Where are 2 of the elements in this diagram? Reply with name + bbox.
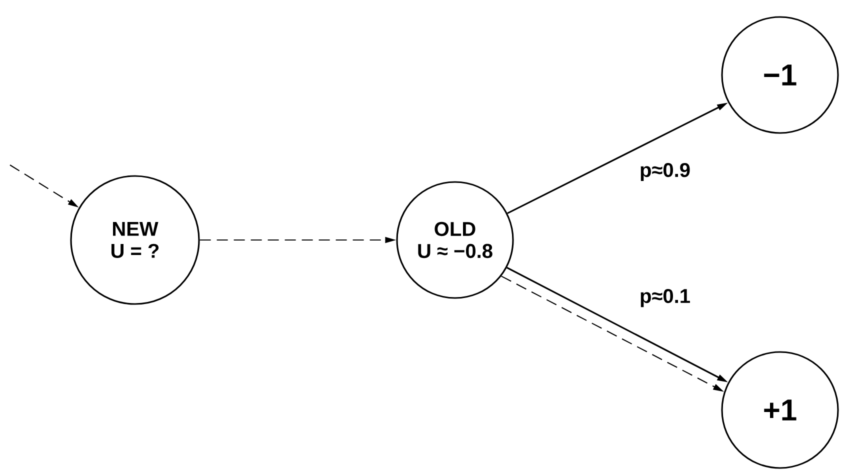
edge-label: p≈0.1 [638, 288, 692, 308]
edge-label: p≈0.9 [638, 162, 692, 182]
